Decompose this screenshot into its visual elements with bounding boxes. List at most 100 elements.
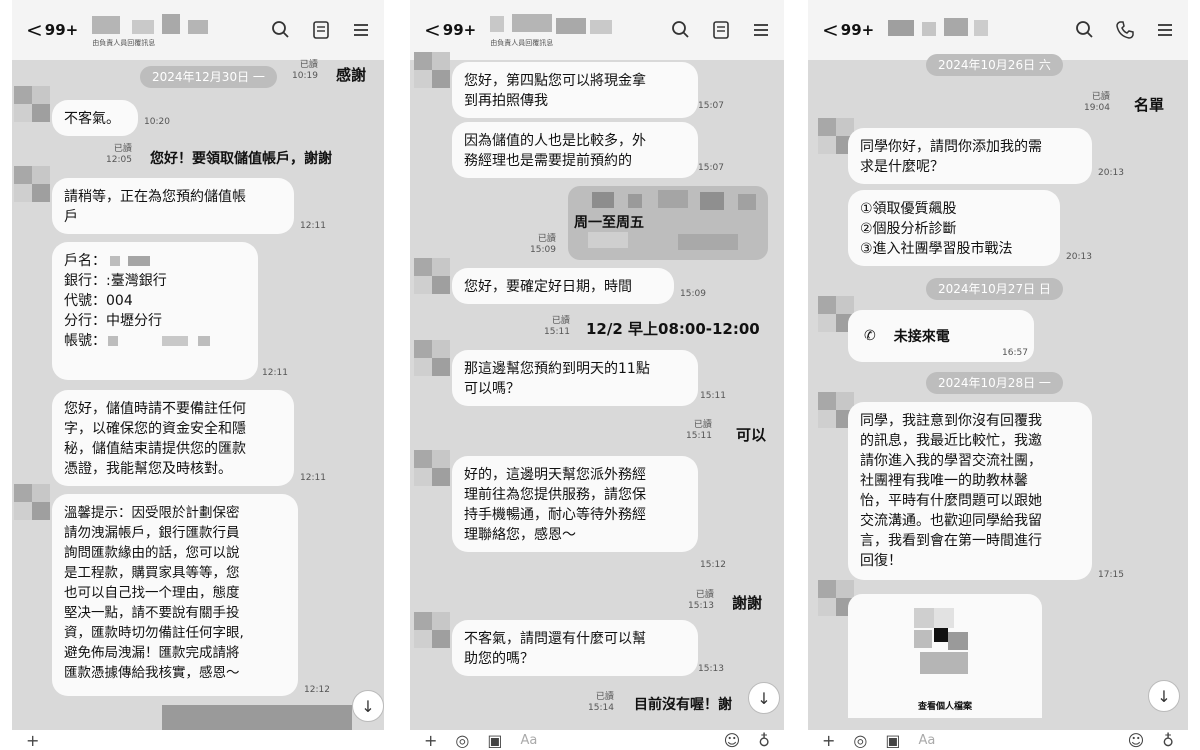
incoming-message: 同學，我註意到你沒有回覆我的訊息，我最近比較忙，我邀請你進入我的學習交流社團，社…	[848, 402, 1092, 580]
incoming-message: 因為儲值的人也是比較多，外務經理也是需要提前預約的	[452, 122, 698, 178]
chevron-left-icon: <	[26, 18, 43, 42]
unread-count: 99+	[44, 21, 79, 39]
arrow-down-icon: ↓	[361, 696, 375, 716]
avatar[interactable]	[14, 86, 50, 122]
arrow-down-icon: ↓	[757, 688, 771, 708]
message-time: 15:13	[698, 664, 724, 674]
missed-call-message[interactable]: ✆ 未接來電	[848, 310, 1034, 362]
chat-subtitle: 由負責人員回覆訊息	[490, 39, 554, 47]
avatar[interactable]	[14, 166, 50, 202]
incoming-message: 您好，第四點您可以將現金拿到再拍照傳我	[452, 62, 698, 118]
chat-title-redacted: 由負責人員回覆訊息	[92, 10, 222, 50]
avatar[interactable]	[414, 340, 450, 376]
incoming-message: 不客氣。	[52, 100, 138, 136]
scroll-down-button[interactable]: ↓	[1148, 680, 1180, 712]
incoming-message: 不客氣，請問還有什麼可以幫助您的嗎？	[452, 620, 698, 676]
emoji-icon[interactable]: ☺	[723, 730, 741, 750]
menu-icon[interactable]	[750, 19, 772, 41]
incoming-message: 請稍等，正在為您預約儲值帳戶	[52, 178, 294, 234]
search-icon[interactable]	[270, 19, 292, 41]
image-message-redacted[interactable]: 周一至周五	[568, 186, 768, 260]
search-icon[interactable]	[1074, 19, 1096, 41]
unread-count: 99+	[840, 21, 875, 39]
message-input[interactable]: Aa	[520, 732, 538, 748]
message-input[interactable]: Aa	[918, 732, 936, 748]
message-time: 12:11	[262, 368, 288, 378]
plus-icon[interactable]: +	[424, 730, 438, 750]
note-icon[interactable]	[310, 19, 332, 41]
outgoing-message: 感謝	[336, 66, 367, 84]
plus-icon[interactable]: +	[26, 730, 40, 750]
avatar[interactable]	[414, 450, 450, 486]
avatar[interactable]	[414, 612, 450, 648]
menu-icon[interactable]	[350, 19, 372, 41]
image-attachment[interactable]	[162, 705, 352, 730]
profile-picture-redacted	[914, 608, 976, 678]
incoming-message: 您好，要確定好日期，時間	[452, 268, 674, 304]
unread-count: 99+	[442, 21, 477, 39]
mic-icon[interactable]: ♁	[758, 730, 770, 750]
view-profile-link[interactable]: 查看個人檔案	[917, 702, 972, 712]
chat-header: < 99+ 由負責人員回覆訊息	[410, 0, 784, 60]
back-button[interactable]: < 99+	[822, 18, 874, 42]
camera-icon[interactable]: ◎	[853, 730, 868, 750]
back-button[interactable]: < 99+	[26, 18, 78, 42]
outgoing-message: 目前沒有喔！謝	[634, 697, 732, 713]
scroll-down-button[interactable]: ↓	[748, 682, 780, 714]
date-divider: 2024年12月30日 一	[140, 66, 277, 88]
camera-icon[interactable]: ◎	[455, 730, 470, 750]
message-time: 17:15	[1098, 570, 1124, 580]
mic-icon[interactable]: ♁	[1162, 730, 1174, 750]
message-time: 16:57	[1002, 348, 1028, 358]
message-time: 20:13	[1098, 168, 1124, 178]
date-divider: 2024年10月28日 一	[926, 372, 1063, 394]
message-time: 15:11	[700, 391, 726, 401]
arrow-down-icon: ↓	[1157, 686, 1171, 706]
outgoing-message: 謝謝	[732, 594, 763, 612]
outgoing-message: 可以	[736, 426, 767, 444]
image-icon[interactable]: ▣	[885, 730, 901, 750]
message-time: 10:20	[144, 117, 170, 127]
incoming-message: 同學你好，請問你添加我的需求是什麼呢？	[848, 128, 1092, 184]
avatar[interactable]	[414, 52, 450, 88]
chat-header: < 99+	[808, 0, 1188, 60]
input-bar: + ◎ ▣ Aa ☺ ♁	[808, 730, 1188, 750]
note-icon[interactable]	[710, 19, 732, 41]
outgoing-message: 12/2 早上08:00-12:00	[586, 320, 760, 338]
chevron-left-icon: <	[822, 18, 839, 42]
chevron-left-icon: <	[424, 18, 441, 42]
emoji-icon[interactable]: ☺	[1127, 730, 1145, 750]
profile-card[interactable]: 查看個人檔案	[848, 594, 1042, 718]
incoming-message: 溫馨提示：因受限於計劃保密請勿洩漏帳戶，銀行匯款行員詢問匯款緣由的話，您可以說是…	[52, 494, 298, 696]
search-icon[interactable]	[670, 19, 692, 41]
back-button[interactable]: < 99+	[424, 18, 476, 42]
plus-icon[interactable]: +	[822, 730, 836, 750]
message-time: 12:11	[300, 473, 326, 483]
phone-icon[interactable]	[1114, 19, 1136, 41]
scroll-down-button[interactable]: ↓	[352, 690, 384, 722]
incoming-message: 那這邊幫您預約到明天的11點可以嗎？	[452, 350, 698, 406]
image-icon[interactable]: ▣	[487, 730, 503, 750]
phone-icon: ✆	[864, 328, 876, 344]
message-time: 15:12	[700, 560, 726, 570]
avatar[interactable]	[414, 258, 450, 294]
incoming-message: 好的，這邊明天幫您派外務經理前往為您提供服務，請您保持手機暢通，耐心等待外務經理…	[452, 456, 698, 552]
avatar[interactable]	[818, 118, 854, 154]
outgoing-message: 您好！要領取儲值帳戶，謝謝	[150, 151, 332, 167]
chat-panel-2: < 99+ 由負責人員回覆訊息 您好，第四點您可以將現金拿到再拍照傳我 15:0…	[410, 0, 784, 750]
incoming-message: 您好，儲值時請不要備註任何字，以確保您的資金安全和隱秘，儲值結束請提供您的匯款憑…	[52, 390, 294, 486]
message-time: 12:11	[300, 221, 326, 231]
date-divider: 2024年10月26日 六	[926, 54, 1063, 76]
input-bar: +	[12, 730, 384, 750]
message-time: 12:12	[304, 685, 330, 695]
menu-icon[interactable]	[1154, 19, 1176, 41]
avatar[interactable]	[14, 484, 50, 520]
